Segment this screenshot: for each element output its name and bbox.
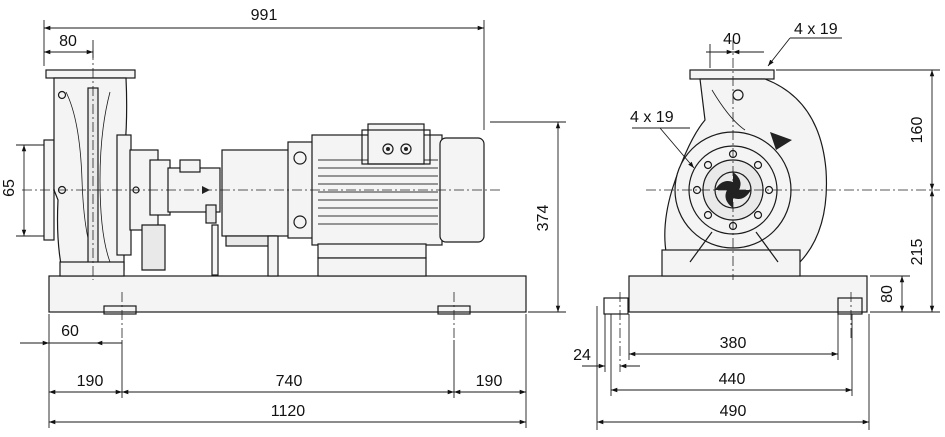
pump-volute-front — [661, 69, 828, 277]
front-view: 40 4 x 19 4 x 19 160 215 80 24 380 — [573, 21, 940, 430]
dim-65: 65 — [1, 179, 18, 197]
coupling-guard — [167, 159, 221, 276]
front-base — [628, 275, 868, 313]
side-view: 991 80 65 374 60 190 740 190 11 — [1, 7, 566, 428]
dim-60: 60 — [61, 323, 79, 340]
impeller-blades — [715, 172, 751, 208]
dim-374: 374 — [535, 205, 552, 232]
dim-80-right: 80 — [879, 285, 896, 303]
dim-215: 215 — [909, 239, 926, 266]
dim-1120: 1120 — [271, 403, 306, 420]
dim-40: 40 — [723, 31, 741, 48]
dim-380: 380 — [720, 335, 747, 352]
dim-160: 160 — [909, 117, 926, 144]
base-frame — [48, 275, 527, 313]
dim-80-top: 80 — [59, 33, 77, 50]
dim-740: 740 — [276, 373, 303, 390]
bearing-housing — [116, 134, 171, 271]
dim-440: 440 — [719, 371, 746, 388]
dim-190-right: 190 — [476, 373, 503, 390]
dim-190-left: 190 — [77, 373, 104, 390]
dim-24: 24 — [573, 347, 591, 364]
dim-991: 991 — [251, 7, 278, 24]
electric-motor — [221, 123, 485, 277]
dim-4x19-mid: 4 x 19 — [630, 109, 674, 126]
dim-4x19-top: 4 x 19 — [794, 21, 838, 38]
dim-490: 490 — [720, 403, 747, 420]
